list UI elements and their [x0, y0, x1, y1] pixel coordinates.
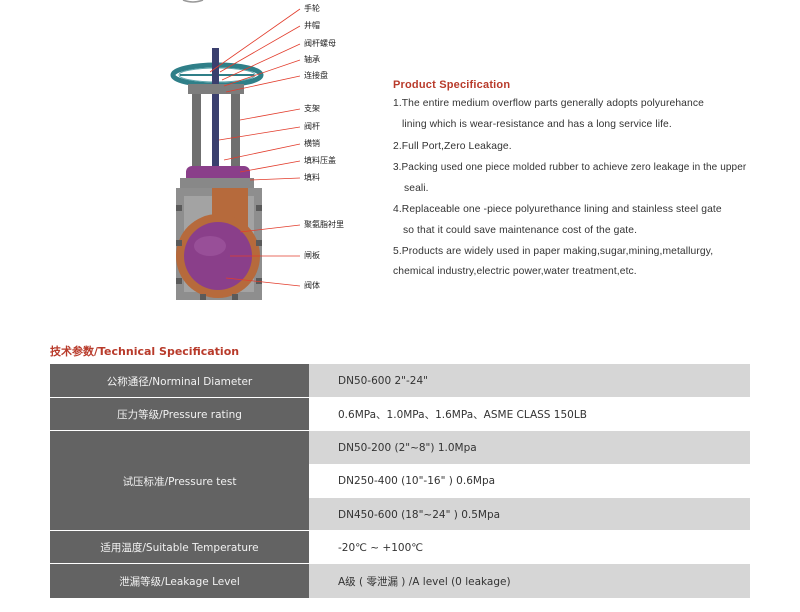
- spec-line: chemical industry,electric power,water t…: [393, 266, 637, 277]
- part-label-well-cap: 井帽: [304, 21, 320, 30]
- spec-line: 2.Full Port,Zero Leakage.: [393, 141, 512, 152]
- part-label-gate: 闸板: [304, 251, 320, 260]
- spec-line: lining which is wear-resistance and has …: [402, 119, 672, 130]
- row-value: DN50-200 (2"~8") 1.0Mpa: [309, 431, 750, 464]
- spec-line: 5.Products are widely used in paper maki…: [393, 246, 714, 257]
- row-divider: [50, 530, 750, 531]
- part-label-bearing: 轴承: [304, 55, 320, 64]
- row-value: DN450-600 (18"~24" ) 0.5Mpa: [309, 498, 750, 531]
- row-label: 泄漏等级/Leakage Level: [50, 564, 309, 598]
- row-value: DN50-600 2"-24": [309, 364, 750, 398]
- row-label: 公称通径/Norminal Diameter: [50, 364, 309, 398]
- part-label-packing-gland: 填料压盖: [304, 156, 336, 165]
- table-row: 压力等级/Pressure rating 0.6MPa、1.0MPa、1.6MP…: [50, 398, 750, 431]
- part-label-handwheel: 手轮: [304, 4, 320, 13]
- part-label-bracket: 支架: [304, 104, 320, 113]
- product-spec-title: Product Specification: [393, 79, 511, 91]
- row-divider: [50, 397, 750, 398]
- table-row: 泄漏等级/Leakage Level A级 ( 零泄漏 ) /A level (…: [50, 564, 750, 598]
- part-label-stem: 阀杆: [304, 122, 320, 131]
- row-label: 试压标准/Pressure test: [50, 431, 309, 531]
- table-row: 适用温度/Suitable Temperature -20℃ ~ +100℃: [50, 531, 750, 564]
- part-label-cross-pin: 横销: [304, 139, 320, 148]
- row-label: 压力等级/Pressure rating: [50, 398, 309, 431]
- part-label-body: 阀体: [304, 281, 320, 290]
- part-label-stem-nut: 阀杆螺母: [304, 39, 336, 48]
- spec-line: seali.: [404, 183, 429, 194]
- row-value: 0.6MPa、1.0MPa、1.6MPa、ASME CLASS 150LB: [309, 398, 750, 431]
- row-divider: [50, 563, 750, 564]
- technical-spec-heading: 技术参数/Technical Specification: [50, 345, 240, 358]
- row-value: A级 ( 零泄漏 ) /A level (0 leakage): [309, 564, 750, 598]
- row-value: DN250-400 (10"-16" ) 0.6Mpa: [309, 464, 750, 498]
- valve-illustration: [170, 0, 301, 300]
- part-label-pu-lining: 聚氨脂衬里: [304, 220, 344, 229]
- row-label: 适用温度/Suitable Temperature: [50, 531, 309, 564]
- part-label-packing: 填料: [304, 173, 320, 182]
- spec-line: so that it could save maintenance cost o…: [403, 225, 638, 236]
- table-row: 试压标准/Pressure test DN50-200 (2"~8") 1.0M…: [50, 431, 750, 531]
- part-label-connecting-plate: 连接盘: [304, 71, 328, 80]
- row-divider: [50, 430, 750, 431]
- table-row: 公称通径/Norminal Diameter DN50-600 2"-24": [50, 364, 750, 398]
- spec-line: 4.Replaceable one -piece polyurethance l…: [393, 204, 722, 215]
- spec-line: 3.Packing used one piece molded rubber t…: [393, 162, 747, 173]
- row-value: -20℃ ~ +100℃: [309, 531, 750, 564]
- spec-line: 1.The entire medium overflow parts gener…: [393, 98, 704, 109]
